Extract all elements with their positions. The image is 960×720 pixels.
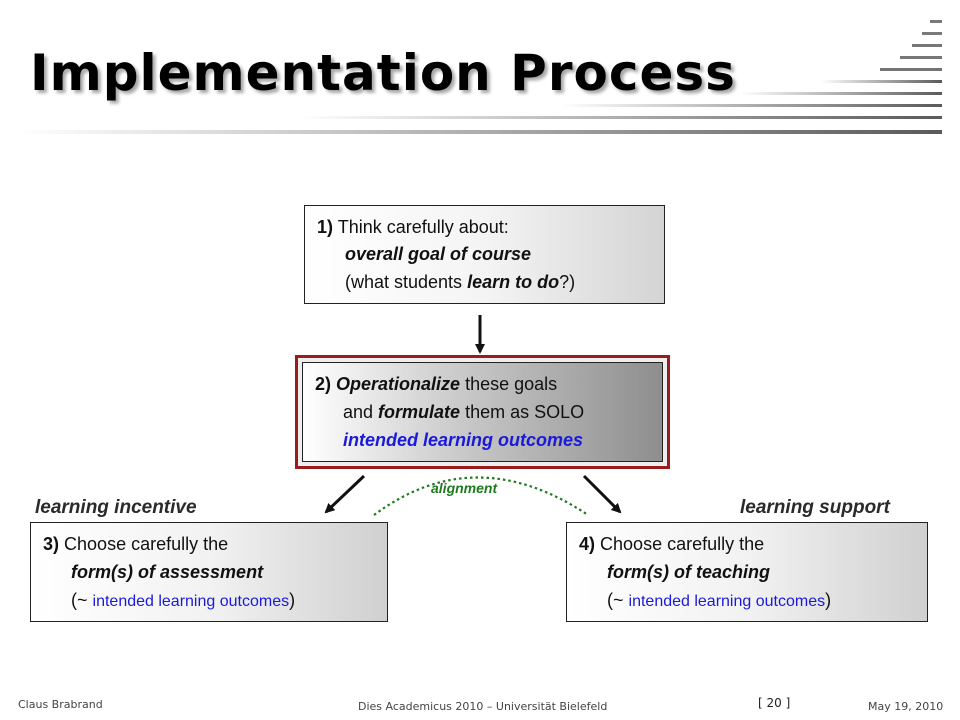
- step-2-line-3: intended learning outcomes: [343, 430, 584, 450]
- step-3-line-3b: intended learning outcomes: [92, 593, 290, 610]
- footer-date: May 19, 2010: [868, 700, 944, 713]
- step-2-box: 2) Operationalize these goals and formul…: [302, 362, 663, 462]
- footer-event: Dies Academicus 2010 – Universität Biele…: [358, 700, 608, 713]
- step-4-number: 4): [579, 534, 596, 554]
- header-stripes-decoration: [20, 20, 942, 134]
- step-3-line-1: Choose carefully the: [64, 534, 229, 554]
- step-3-box: 3) Choose carefully the form(s) of asses…: [30, 522, 388, 622]
- step-4-line-1: Choose carefully the: [600, 534, 765, 554]
- step-3-number: 3): [43, 534, 60, 554]
- arrow-2-to-3: [324, 474, 366, 514]
- step-2-line-2c: them as SOLO: [460, 402, 585, 422]
- step-3-line-3c: ): [289, 590, 296, 610]
- step-1-line-3a: (what students: [345, 272, 468, 292]
- step-4-line-3a: (~: [607, 590, 629, 610]
- step-4-box: 4) Choose carefully the form(s) of teach…: [566, 522, 928, 622]
- learning-incentive-label: learning incentive: [35, 497, 197, 518]
- footer-page-number: [ 20 ]: [758, 696, 791, 710]
- slide-title: Implementation Process: [30, 44, 736, 102]
- step-2-line-2a: and: [343, 402, 379, 422]
- step-2-line-1a: Operationalize: [336, 374, 461, 394]
- step-1-line-1: Think carefully about:: [337, 217, 509, 237]
- step-2-line-1b: these goals: [460, 374, 558, 394]
- arrow-2-to-4: [582, 474, 622, 514]
- step-4-line-3b: intended learning outcomes: [628, 593, 826, 610]
- step-2-number: 2): [315, 374, 332, 394]
- step-4-line-3c: ): [825, 590, 832, 610]
- alignment-label: alignment: [431, 480, 498, 496]
- step-4-line-2: form(s) of teaching: [607, 562, 771, 582]
- step-3-line-2: form(s) of assessment: [71, 562, 264, 582]
- footer-author: Claus Brabrand: [18, 698, 103, 711]
- step-1-line-3b: learn to do: [467, 272, 560, 292]
- step-1-line-3c: ?): [559, 272, 576, 292]
- step-2-line-2b: formulate: [378, 402, 461, 422]
- step-3-line-3a: (~: [71, 590, 93, 610]
- step-1-number: 1): [317, 217, 334, 237]
- step-1-line-2: overall goal of course: [345, 244, 532, 264]
- step-1-box: 1) Think carefully about: overall goal o…: [304, 205, 665, 304]
- learning-support-label: learning support: [740, 497, 890, 518]
